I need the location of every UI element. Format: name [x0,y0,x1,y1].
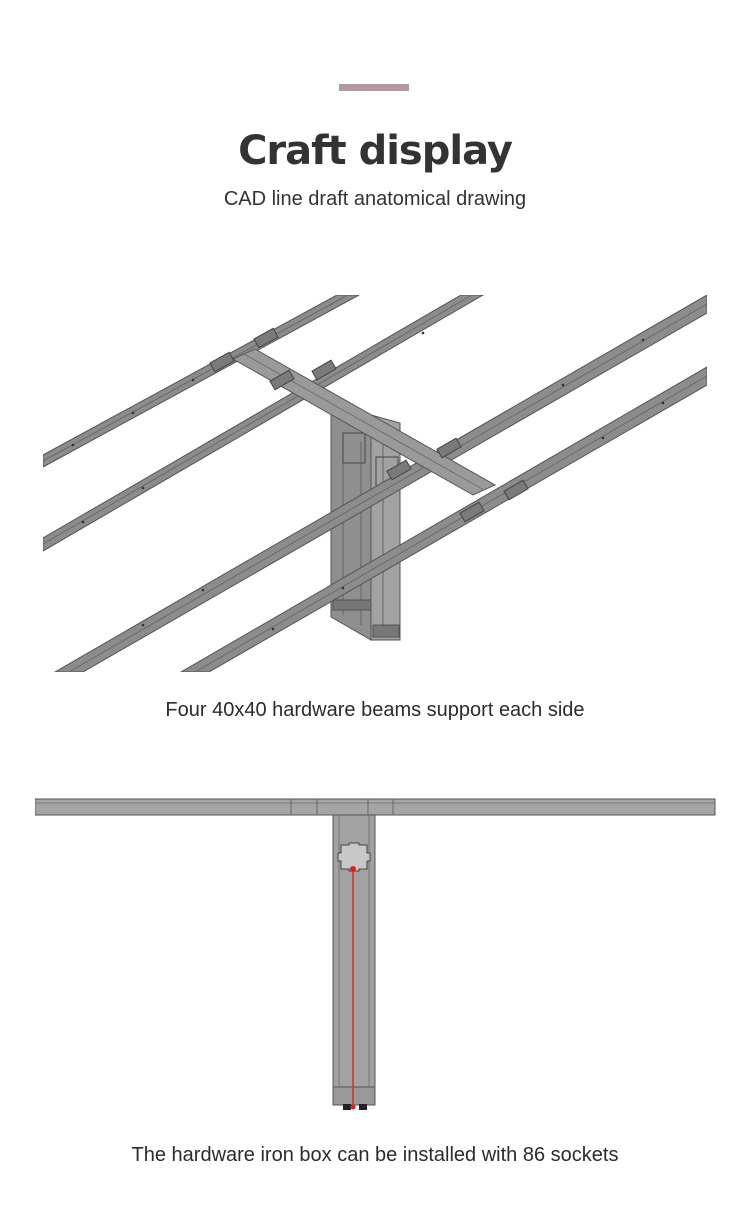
beam-4 [180,366,707,672]
page-subtitle: CAD line draft anatomical drawing [223,188,527,210]
caption-sockets: The hardware iron box can be installed w… [131,1144,619,1166]
front-view-drawing [35,798,716,1110]
caption-beams: Four 40x40 hardware beams support each s… [165,699,585,721]
top-beam [35,798,716,816]
beam-1 [43,295,360,468]
page-title: Craft display [238,128,513,174]
connector-brackets [209,327,529,523]
socket-profile [337,842,371,872]
accent-bar [339,84,409,91]
isometric-frame-drawing [43,295,707,672]
screw-holes [71,331,665,631]
beam-3 [54,295,707,672]
wiring-line [350,866,356,1110]
